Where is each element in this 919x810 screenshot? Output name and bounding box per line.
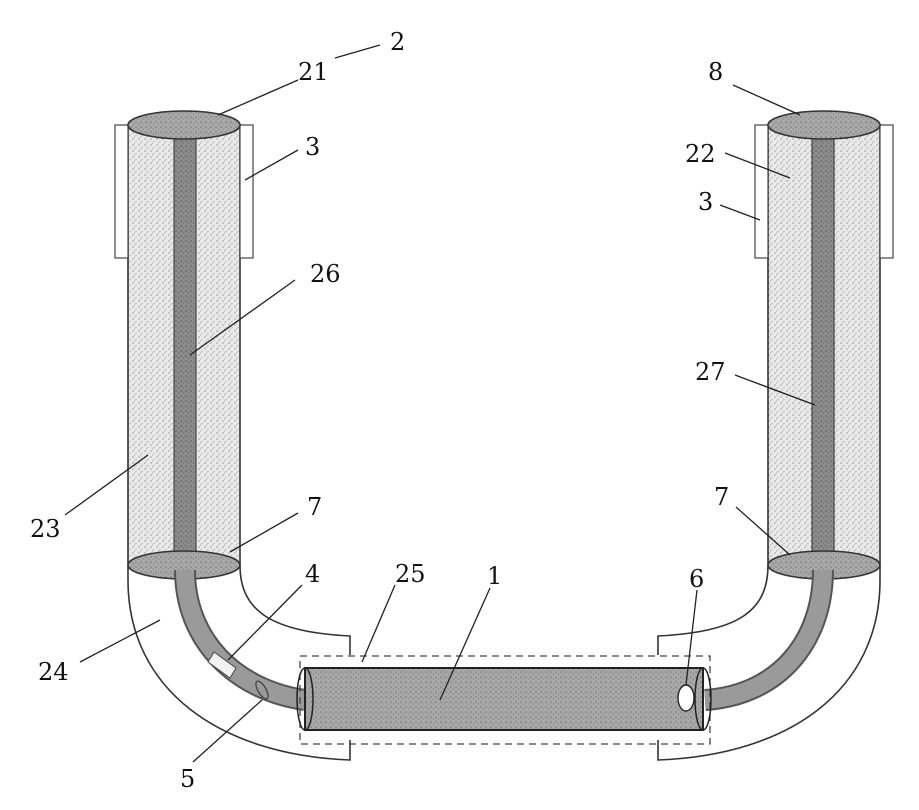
- left-curved-conduit-fill: [185, 570, 305, 700]
- label-24: 24: [38, 658, 69, 686]
- left-sleeve-outer-left: [115, 125, 128, 258]
- leader-21: [218, 80, 298, 115]
- label-4: 4: [305, 560, 320, 588]
- label-22: 22: [685, 140, 716, 168]
- right-conduit: [812, 135, 834, 565]
- label-3-left: 3: [305, 133, 320, 161]
- label-26: 26: [310, 260, 341, 288]
- core-cylinder: [305, 668, 703, 730]
- label-25: 25: [395, 560, 426, 588]
- u-bend-inner-wall-right: [658, 565, 768, 655]
- u-bend-inner-wall-left: [240, 565, 350, 655]
- label-23: 23: [30, 515, 61, 543]
- leader-8: [733, 85, 800, 115]
- label-3-right: 3: [698, 188, 713, 216]
- label-7-left: 7: [307, 493, 322, 521]
- left-conduit: [174, 135, 196, 565]
- core-port-6: [678, 685, 694, 711]
- right-top-cap: [768, 111, 880, 139]
- label-2: 2: [390, 28, 405, 56]
- leader-5: [193, 700, 262, 762]
- label-6: 6: [689, 565, 704, 593]
- label-27: 27: [695, 358, 726, 386]
- right-sleeve-outer-left: [755, 125, 768, 258]
- left-sleeve-outer-right: [240, 125, 253, 258]
- leader-4: [228, 585, 302, 660]
- label-5: 5: [180, 765, 195, 793]
- leader-25: [362, 585, 395, 662]
- label-1: 1: [487, 562, 502, 590]
- left-top-cap: [128, 111, 240, 139]
- leader-24: [80, 620, 160, 662]
- leader-2: [335, 45, 380, 58]
- label-8: 8: [708, 58, 723, 86]
- label-7-right: 7: [714, 483, 729, 511]
- label-21: 21: [298, 58, 329, 86]
- leader-3-right: [720, 205, 760, 220]
- right-sleeve-outer-right: [880, 125, 893, 258]
